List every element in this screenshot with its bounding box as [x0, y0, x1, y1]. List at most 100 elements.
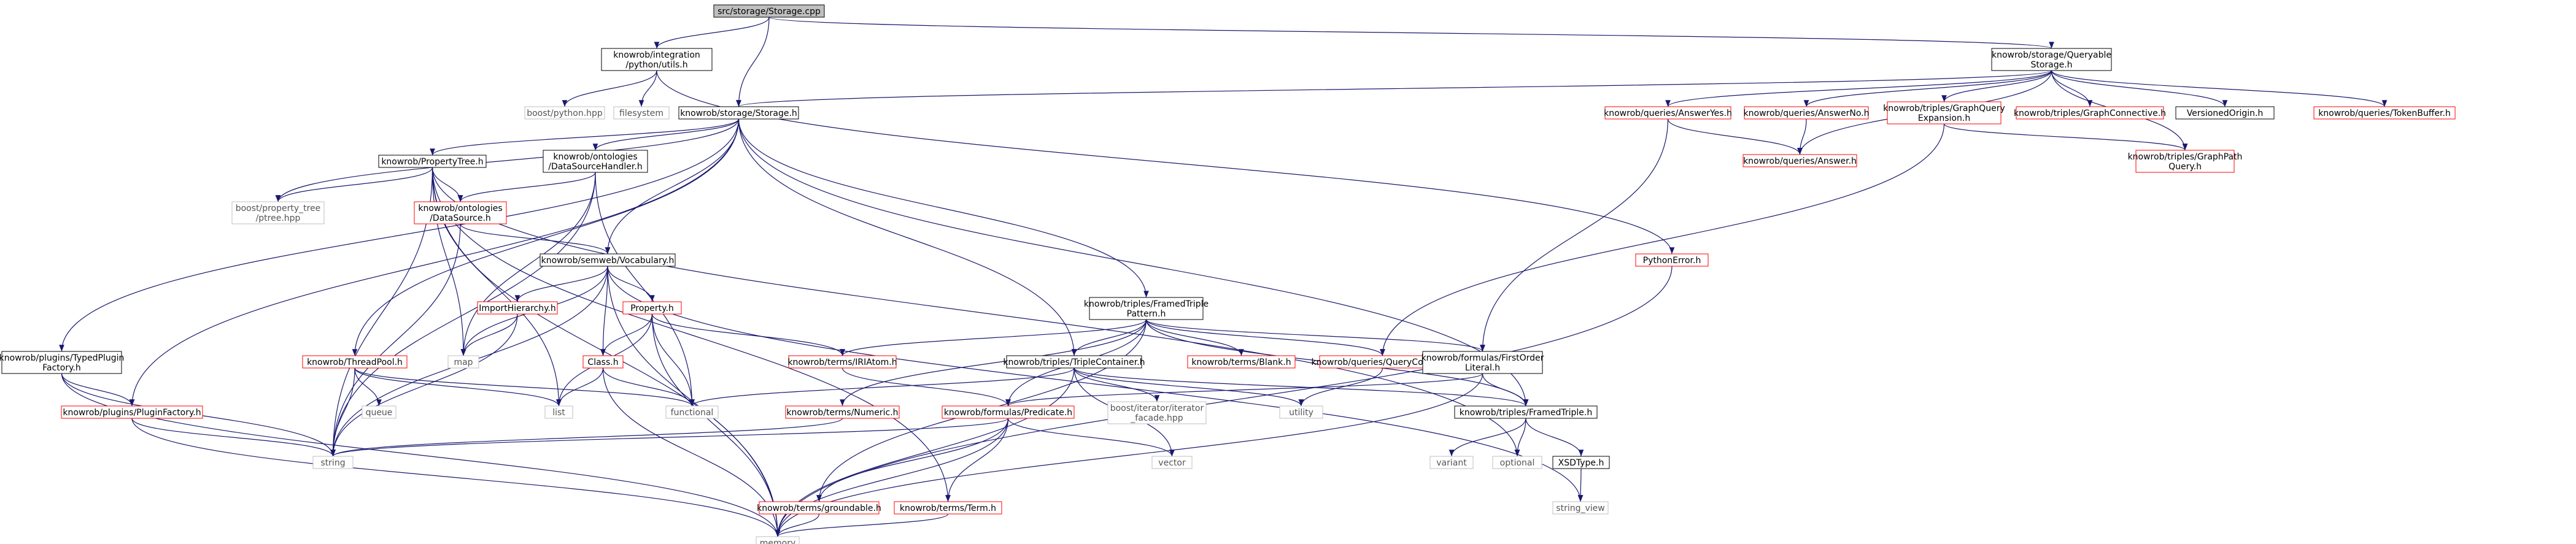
node-box — [756, 536, 800, 544]
edge-graph_query_exp-to-query_context — [1380, 123, 1945, 356]
node-term[interactable]: knowrob/terms/Term.h — [894, 501, 1002, 515]
node-label: knowrob/ontologies — [553, 152, 637, 162]
node-label: filesystem — [619, 109, 663, 118]
node-answer[interactable]: knowrob/queries/Answer.h — [1742, 154, 1857, 167]
node-graph-connective[interactable]: knowrob/triples/GraphConnective.h — [2014, 106, 2166, 120]
node-query-context[interactable]: knowrob/queries/QueryContext.h — [1312, 355, 1454, 369]
edge-framed_triple-to-optional — [1514, 418, 1526, 457]
node-box — [414, 201, 507, 224]
edge-thread_pool-to-string — [330, 367, 355, 457]
node-box — [1454, 405, 1598, 419]
node-string-view: string_view — [1552, 501, 1609, 515]
edge-vocabulary-to-class_h — [600, 266, 608, 356]
node-box — [1492, 456, 1542, 469]
edge-vocabulary-to-import_hierarchy — [514, 266, 608, 302]
edge-storage_h-to-boost_ptree — [275, 118, 740, 202]
node-vocabulary[interactable]: knowrob/semweb/Vocabulary.h — [540, 253, 676, 267]
node-thread-pool[interactable]: knowrob/ThreadPool.h — [302, 355, 408, 369]
node-label: utility — [1289, 408, 1313, 418]
node-box — [2175, 106, 2275, 120]
node-property-h[interactable]: Property.h — [622, 301, 682, 315]
node-label: knowrob/terms/groundable.h — [757, 504, 881, 513]
node-class-h[interactable]: Class.h — [582, 355, 624, 369]
edge-storage_h-to-typed_plugin — [59, 118, 740, 352]
node-box — [302, 355, 408, 369]
node-predicate[interactable]: knowrob/formulas/Predicate.h — [942, 405, 1075, 419]
edge-plugin_factory-to-memory — [131, 418, 781, 537]
node-utils[interactable]: knowrob/integration/python/utils.h — [601, 48, 713, 71]
node-string: string — [312, 456, 354, 469]
node-numeric[interactable]: knowrob/terms/Numeric.h — [785, 405, 900, 419]
edge-typed_plugin-to-memory — [61, 373, 781, 537]
node-box — [1742, 154, 1857, 167]
edge-thread_pool-to-list — [354, 367, 562, 407]
node-data-source[interactable]: knowrob/ontologies/DataSource.h — [414, 201, 507, 224]
node-label: knowrob/plugins/TypedPlugin — [0, 353, 124, 363]
edge-property_h-to-functional — [651, 313, 695, 407]
node-label: /DataSource.h — [430, 213, 491, 223]
node-answer-no[interactable]: knowrob/queries/AnswerNo.h — [1744, 106, 1870, 120]
node-label: Storage.h — [2030, 60, 2072, 70]
node-box — [1006, 355, 1142, 369]
node-label: knowrob/storage/Storage.h — [680, 109, 797, 118]
node-ds-handler[interactable]: knowrob/ontologies/DataSourceHandler.h — [543, 150, 648, 173]
node-blank[interactable]: knowrob/terms/Blank.h — [1187, 355, 1296, 369]
dependency-nodes: src/storage/Storage.cpp knowrob/integrati… — [0, 4, 2456, 544]
node-box — [1552, 501, 1609, 515]
node-import-hierarchy[interactable]: ImportHierarchy.h — [477, 301, 558, 315]
node-xsd-type[interactable]: XSDType.h — [1552, 456, 1610, 469]
node-iri-atom[interactable]: knowrob/terms/IRIAtom.h — [787, 355, 897, 369]
node-box — [1744, 106, 1869, 120]
edge-first_order_literal-to-framed_triple — [1482, 373, 1529, 407]
node-box — [1151, 456, 1193, 469]
node-box — [1089, 297, 1204, 320]
node-box — [1107, 401, 1207, 424]
edge-utils-to-filesystem — [638, 70, 657, 107]
dependency-edges — [59, 17, 2388, 537]
node-vector: vector — [1151, 456, 1193, 469]
edge-answer_yes-to-first_order_literal — [1480, 118, 1669, 352]
edge-ds_handler-to-functional — [595, 172, 695, 407]
edge-predicate-to-vector — [1007, 418, 1175, 457]
node-box — [544, 405, 573, 419]
node-storage-h[interactable]: knowrob/storage/Storage.h — [678, 106, 799, 120]
node-token-buffer[interactable]: knowrob/queries/TokenBuffer.h — [2313, 106, 2456, 120]
node-label: ImportHierarchy.h — [479, 304, 555, 313]
node-boost-iterator: boost/iterator/iterator_facade.hpp — [1107, 401, 1207, 424]
node-box — [447, 355, 479, 369]
node-storage-cpp[interactable]: src/storage/Storage.cpp — [713, 4, 825, 18]
edge-property_h-to-iri_atom — [651, 313, 845, 356]
node-answer-yes[interactable]: knowrob/queries/AnswerYes.h — [1604, 106, 1732, 120]
node-versioned-origin[interactable]: VersionedOrigin.h — [2175, 106, 2275, 120]
node-label: XSDType.h — [1558, 458, 1604, 468]
node-memory: memory — [756, 536, 800, 544]
node-python-error[interactable]: PythonError.h — [1635, 253, 1709, 267]
edge-predicate-to-term — [945, 418, 1009, 502]
node-box — [543, 150, 648, 173]
node-framed-triple[interactable]: knowrob/triples/FramedTriple.h — [1454, 405, 1598, 419]
node-groundable[interactable]: knowrob/terms/groundable.h — [757, 501, 881, 515]
edge-thread_pool-to-functional — [354, 367, 695, 407]
edge-storage_h-to-thread_pool — [352, 118, 740, 356]
edge-queryable-to-answer_no — [1803, 70, 2052, 107]
node-variant: variant — [1429, 456, 1474, 469]
node-triple-container[interactable]: knowrob/triples/TripleContainer.h — [1003, 355, 1145, 369]
edge-term-to-memory — [775, 513, 949, 537]
node-label: knowrob/semweb/Vocabulary.h — [541, 256, 675, 266]
node-label: memory — [760, 538, 796, 544]
edge-property_tree-to-data_source — [431, 167, 463, 202]
node-property-tree[interactable]: knowrob/PropertyTree.h — [378, 155, 487, 168]
edge-storage_h-to-vocabulary — [605, 118, 740, 255]
node-label: Expansion.h — [1918, 113, 1970, 123]
node-label: knowrob/formulas/FirstOrder — [1421, 353, 1544, 363]
edge-property_tree-to-optional — [431, 167, 1520, 457]
edge-graph_query_exp-to-graph_path_query — [1943, 123, 2188, 151]
node-plugin-factory[interactable]: knowrob/plugins/PluginFactory.h — [61, 405, 203, 419]
node-label: knowrob/queries/AnswerYes.h — [1604, 109, 1732, 118]
